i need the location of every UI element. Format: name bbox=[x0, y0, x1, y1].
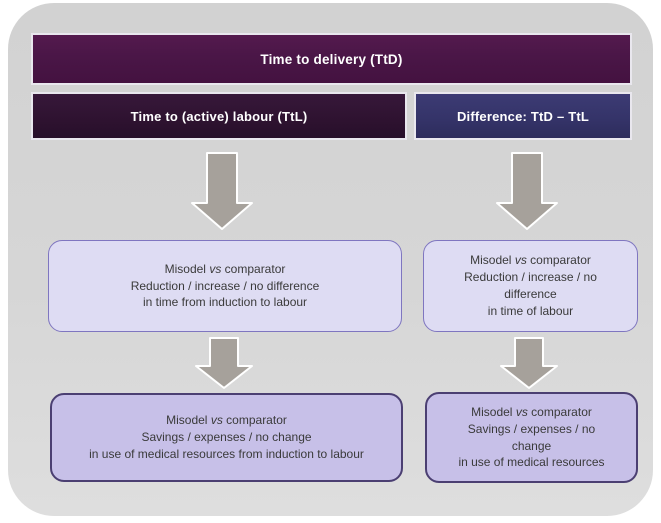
header-title: Time to delivery (TtD) bbox=[260, 51, 403, 67]
box-line-comparison: Misodel vs comparator bbox=[166, 413, 287, 428]
box-difference-outcome: Misodel vs comparator Reduction / increa… bbox=[423, 240, 638, 332]
box-line-comparison: Misodel vs comparator bbox=[164, 261, 286, 276]
header-time-to-delivery: Time to delivery (TtD) bbox=[31, 33, 632, 85]
down-arrow-icon bbox=[195, 337, 253, 389]
box-line: in use of medical resources bbox=[458, 455, 605, 470]
box-line-comparison: Misodel vs comparator bbox=[470, 253, 591, 268]
box-line: difference bbox=[504, 287, 557, 301]
subheader-left-label: Time to (active) labour (TtL) bbox=[130, 108, 308, 124]
box-line-comparison: Misodel vs comparator bbox=[471, 404, 592, 419]
box-line: in time of labour bbox=[487, 303, 574, 318]
subheader-difference: Difference: TtD – TtL bbox=[414, 92, 632, 140]
box-line: in use of medical resources from inducti… bbox=[89, 446, 364, 461]
subheader-right-label: Difference: TtD – TtL bbox=[456, 108, 590, 124]
box-ttl-outcome: Misodel vs comparator Reduction / increa… bbox=[48, 240, 402, 332]
down-arrow-icon bbox=[496, 152, 558, 230]
box-line: Savings / expenses / no change bbox=[141, 430, 312, 445]
box-line: change bbox=[511, 438, 552, 453]
subheader-time-to-labour: Time to (active) labour (TtL) bbox=[31, 92, 407, 140]
down-arrow-icon bbox=[191, 152, 253, 230]
box-line: Savings / expenses / no bbox=[467, 421, 596, 436]
box-difference-resources: Misodel vs comparator Savings / expenses… bbox=[425, 392, 638, 483]
down-arrow-icon bbox=[500, 337, 558, 389]
box-ttl-resources: Misodel vs comparator Savings / expenses… bbox=[50, 393, 403, 482]
box-line: Reduction / increase / no bbox=[464, 270, 597, 285]
box-line: Reduction / increase / no difference bbox=[130, 278, 320, 293]
box-line: in time from induction to labour bbox=[142, 295, 308, 310]
